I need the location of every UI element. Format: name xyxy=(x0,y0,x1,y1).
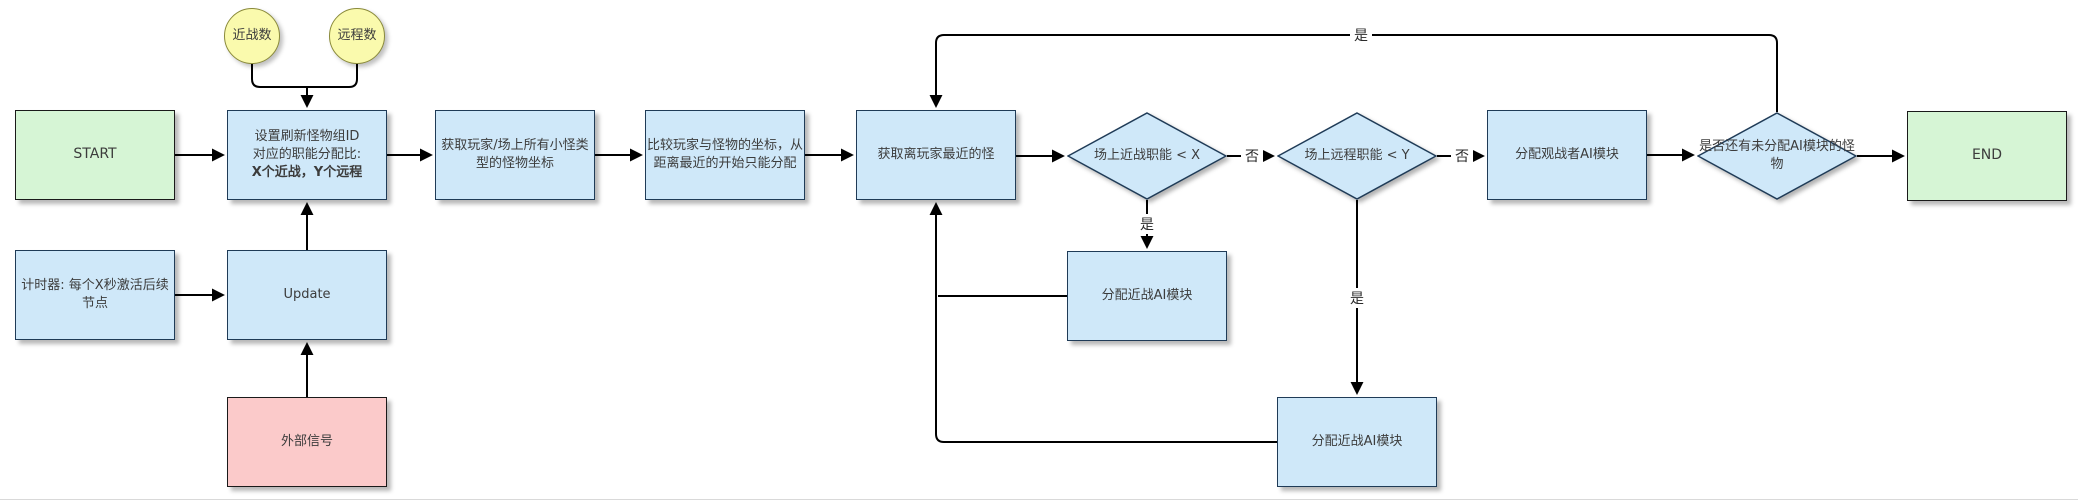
assign-melee-ai-box-2: 分配近战AI模块 xyxy=(1277,397,1437,487)
start-node: START xyxy=(15,110,175,200)
edge-label-melee-yes: 是 xyxy=(1136,214,1158,234)
end-label: END xyxy=(1971,147,2003,164)
setup-ratio-box: 设置刷新怪物组ID 对应的职能分配比: X个近战，Y个远程 xyxy=(227,110,387,200)
get-monster-coords-label: 获取玩家/场上所有小怪类 型的怪物坐标 xyxy=(441,137,589,171)
melee-count-label: 近战数 xyxy=(232,27,272,43)
update-box: Update xyxy=(227,250,387,340)
diamond-shape xyxy=(1277,112,1437,200)
diamond-shape xyxy=(1697,112,1857,200)
melee-count-circle: 近战数 xyxy=(224,8,280,64)
edge-label-ranged-yes: 是 xyxy=(1346,288,1368,308)
get-nearest-monster-box: 获取离玩家最近的怪 xyxy=(856,110,1016,200)
get-monster-coords-box: 获取玩家/场上所有小怪类 型的怪物坐标 xyxy=(435,110,595,200)
assign-melee-ai-label-2: 分配近战AI模块 xyxy=(1311,433,1403,449)
assign-melee-ai-label-1: 分配近战AI模块 xyxy=(1101,287,1193,303)
ranged-check-label: 场上远程职能 < Y xyxy=(1304,148,1410,164)
assign-spectator-ai-box: 分配观战者AI模块 xyxy=(1487,110,1647,200)
melee-check-diamond: 场上近战职能 < X xyxy=(1067,112,1227,200)
remaining-monsters-diamond: 是否还有未分配AI模块的怪 物 xyxy=(1697,112,1857,200)
remaining-monsters-label: 是否还有未分配AI模块的怪 物 xyxy=(1699,139,1855,172)
start-label: START xyxy=(73,146,117,163)
ranged-check-diamond: 场上远程职能 < Y xyxy=(1277,112,1437,200)
get-nearest-monster-label: 获取离玩家最近的怪 xyxy=(877,146,995,162)
ranged-count-label: 远程数 xyxy=(337,27,377,43)
diamond-shape xyxy=(1067,112,1227,200)
timer-box: 计时器: 每个X秒激活后续 节点 xyxy=(15,250,175,340)
external-signal-label: 外部信号 xyxy=(280,433,333,449)
setup-line-1: 设置刷新怪物组ID xyxy=(254,128,360,144)
melee-check-label: 场上近战职能 < X xyxy=(1093,148,1201,164)
setup-line-3: X个近战，Y个远程 xyxy=(251,165,363,181)
edge-label-loop-yes: 是 xyxy=(1350,25,1372,45)
edge-label-ranged-no: 否 xyxy=(1451,146,1473,166)
compare-coords-label: 比较玩家与怪物的坐标，从 距离最近的开始只能分配 xyxy=(646,137,803,171)
assign-melee-ai-box-1: 分配近战AI模块 xyxy=(1067,251,1227,341)
setup-line-2: 对应的职能分配比: xyxy=(252,146,362,162)
external-signal-box: 外部信号 xyxy=(227,397,387,487)
update-label: Update xyxy=(283,286,331,302)
assign-spectator-ai-label: 分配观战者AI模块 xyxy=(1515,146,1619,162)
edge-label-melee-no: 否 xyxy=(1241,146,1263,166)
timer-label: 计时器: 每个X秒激活后续 节点 xyxy=(21,277,169,311)
ranged-count-circle: 远程数 xyxy=(329,8,385,64)
end-node: END xyxy=(1907,111,2067,201)
compare-coords-box: 比较玩家与怪物的坐标，从 距离最近的开始只能分配 xyxy=(645,110,805,200)
